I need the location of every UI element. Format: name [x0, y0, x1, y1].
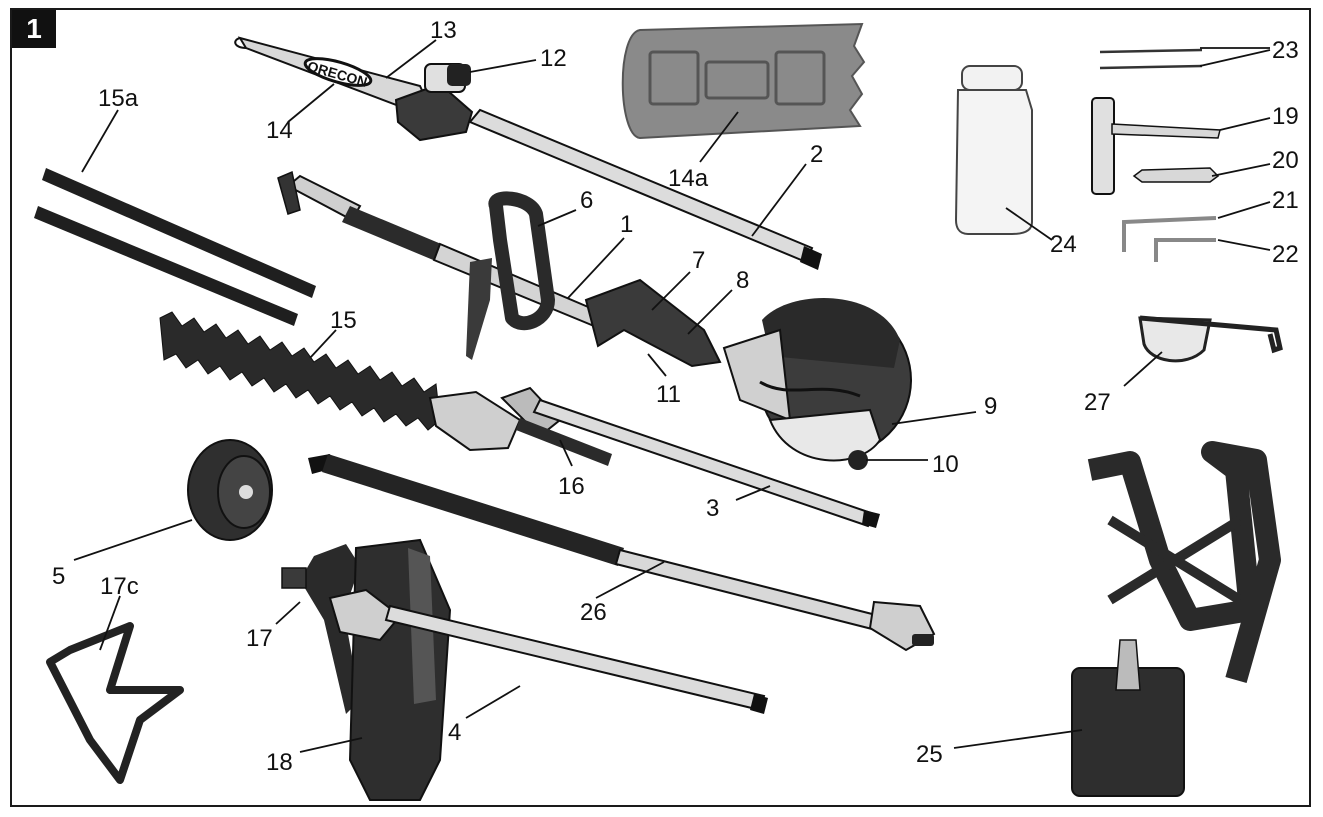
tool-kit	[1091, 48, 1221, 262]
engine-unit	[277, 170, 912, 470]
callout-15: 15	[330, 307, 357, 334]
callout-11: 11	[656, 381, 681, 408]
callout-12: 12	[540, 45, 567, 72]
shoulder-harness	[1071, 441, 1281, 797]
callout-18: 18	[266, 749, 293, 776]
callout-27: 27	[1084, 389, 1111, 416]
callout-14a: 14a	[668, 165, 709, 192]
callout-24: 24	[1050, 231, 1077, 258]
callout-6: 6	[580, 187, 593, 214]
callout-3: 3	[706, 495, 719, 522]
callout-7: 7	[692, 247, 705, 274]
callout-4: 4	[448, 719, 461, 746]
callout-21: 21	[1272, 187, 1299, 214]
line-guide-frame	[46, 622, 184, 784]
chain-guard	[621, 22, 866, 140]
callout-16: 16	[558, 473, 585, 500]
callout-14: 14	[266, 117, 293, 144]
callout-5: 5	[52, 563, 65, 590]
callout-10: 10	[932, 451, 959, 478]
figure-number: 1	[12, 10, 56, 48]
extension-shaft	[308, 454, 936, 652]
callout-20: 20	[1272, 147, 1299, 174]
leader-lines	[73, 39, 1271, 753]
callout-23: 23	[1272, 37, 1299, 64]
callout-13: 13	[430, 17, 457, 44]
callout-labels: 1 2 3 4 5 6 7 8 9 10 11 12 13 14 14a 15 …	[52, 17, 1299, 776]
callout-19: 19	[1272, 103, 1299, 130]
callout-26: 26	[580, 599, 607, 626]
callout-1: 1	[620, 211, 633, 238]
hedge-trimmer-attachment	[159, 311, 880, 528]
safety-glasses	[1138, 315, 1283, 363]
callout-25: 25	[916, 741, 943, 768]
callout-2: 2	[810, 141, 823, 168]
figure-frame	[10, 8, 1311, 807]
spare-blade-bars	[34, 168, 316, 326]
oil-bottle	[954, 65, 1033, 235]
trimmer-head	[187, 439, 273, 541]
callout-17c: 17c	[100, 573, 139, 600]
callout-15a: 15a	[98, 85, 139, 112]
callout-8: 8	[736, 267, 749, 294]
callout-9: 9	[984, 393, 997, 420]
callout-17: 17	[246, 625, 273, 652]
oil-cap-icon	[447, 64, 471, 86]
callout-22: 22	[1272, 241, 1299, 268]
brush-cutter-attachment	[281, 538, 768, 801]
